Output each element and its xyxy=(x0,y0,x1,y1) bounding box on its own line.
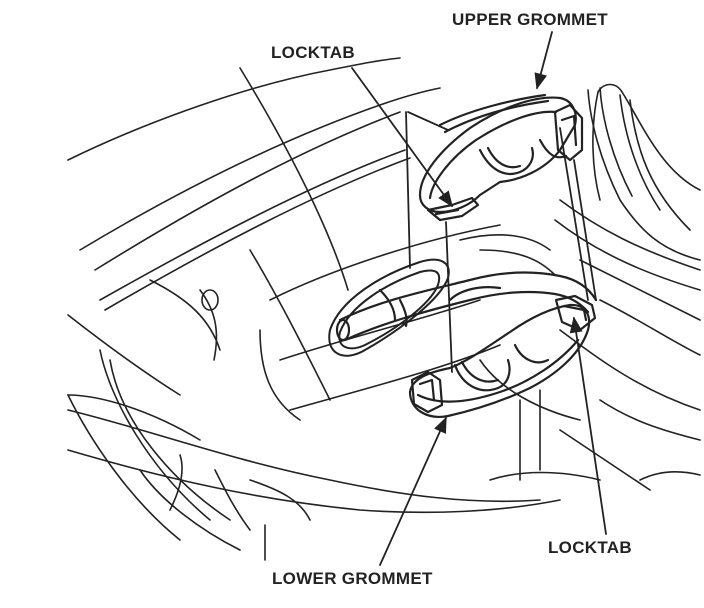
locktab-top-leader xyxy=(351,67,453,208)
locktab-bottom-label: LOCKTAB xyxy=(548,538,632,557)
locktab-bottom-leader xyxy=(569,316,607,535)
lower-grommet-label: LOWER GROMMET xyxy=(272,569,433,588)
upper-grommet xyxy=(418,93,584,222)
lower-grommet-leader xyxy=(379,416,447,566)
lower-grommet xyxy=(408,294,597,418)
alignment-lines xyxy=(405,111,597,373)
upper-grommet-label: UPPER GROMMET xyxy=(452,10,608,29)
body-panel-lines xyxy=(67,57,701,561)
upper-grommet-leader xyxy=(534,31,553,90)
pass-through-hole xyxy=(328,258,450,357)
callout-leaders xyxy=(351,31,607,566)
locktab-top-label: LOCKTAB xyxy=(271,43,355,62)
hose-tube xyxy=(335,271,598,342)
